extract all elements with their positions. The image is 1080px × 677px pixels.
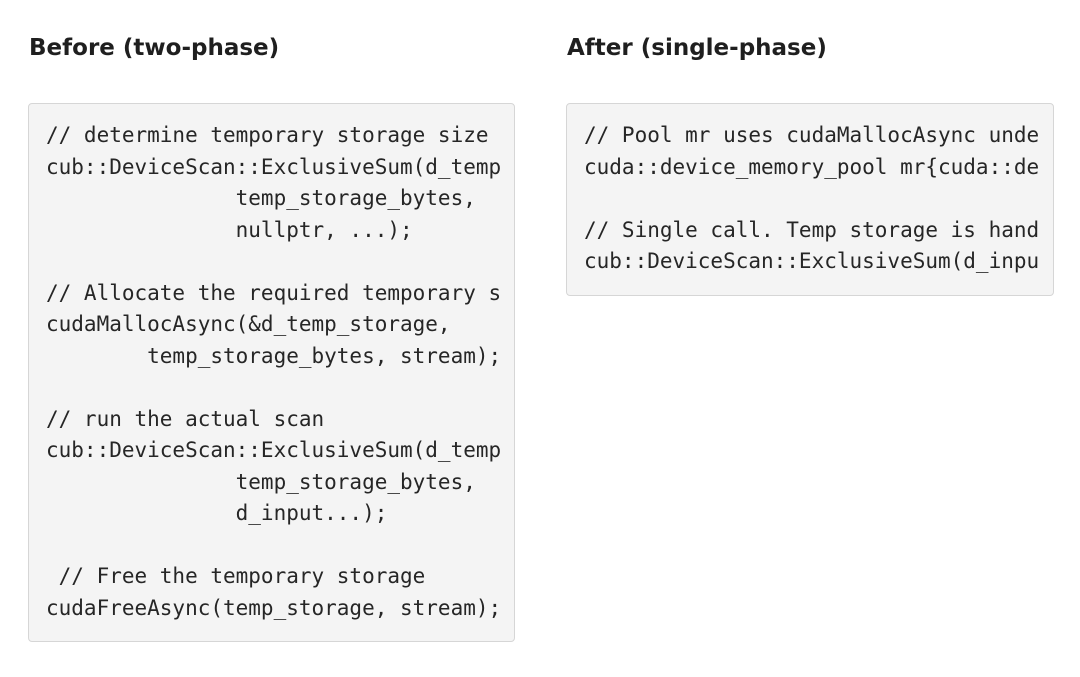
- code-line: nullptr, ...);: [46, 217, 413, 242]
- code-line: cub::DeviceScan::ExclusiveSum(d_inpu: [584, 249, 1040, 273]
- code-line: // run the actual scan: [46, 406, 325, 431]
- before-column-title: Before (two-phase): [29, 35, 280, 61]
- code-line: cuda::device_memory_pool mr{cuda::de: [584, 154, 1040, 179]
- code-line: temp_storage_bytes,: [46, 469, 476, 494]
- after-column-title: After (single-phase): [567, 35, 827, 61]
- code-line: [46, 530, 501, 562]
- code-line: cub::DeviceScan::ExclusiveSum(d_temp: [46, 154, 502, 179]
- code-line: cudaFreeAsync(temp_storage, stream);: [46, 595, 502, 620]
- after-code-block[interactable]: // Pool mr uses cudaMallocAsync unde cuda…: [566, 103, 1054, 296]
- after-code: // Pool mr uses cudaMallocAsync unde cuda…: [584, 120, 1039, 278]
- code-line: cudaMallocAsync(&d_temp_storage,: [46, 312, 451, 336]
- code-line: // Allocate the required temporary s: [46, 280, 502, 305]
- code-line: d_input...);: [46, 501, 388, 525]
- code-line: temp_storage_bytes,: [46, 186, 476, 210]
- code-line: // determine temporary storage size: [46, 123, 489, 147]
- code-line: [584, 183, 1039, 215]
- code-line: // Single call. Temp storage is hand: [584, 217, 1040, 242]
- code-line: [46, 372, 501, 404]
- code-line: temp_storage_bytes, stream);: [46, 343, 502, 368]
- code-line: cub::DeviceScan::ExclusiveSum(d_temp: [46, 438, 502, 462]
- code-line: // Free the temporary storage: [46, 564, 426, 588]
- code-line: // Pool mr uses cudaMallocAsync unde: [584, 123, 1040, 147]
- code-line: [46, 246, 501, 278]
